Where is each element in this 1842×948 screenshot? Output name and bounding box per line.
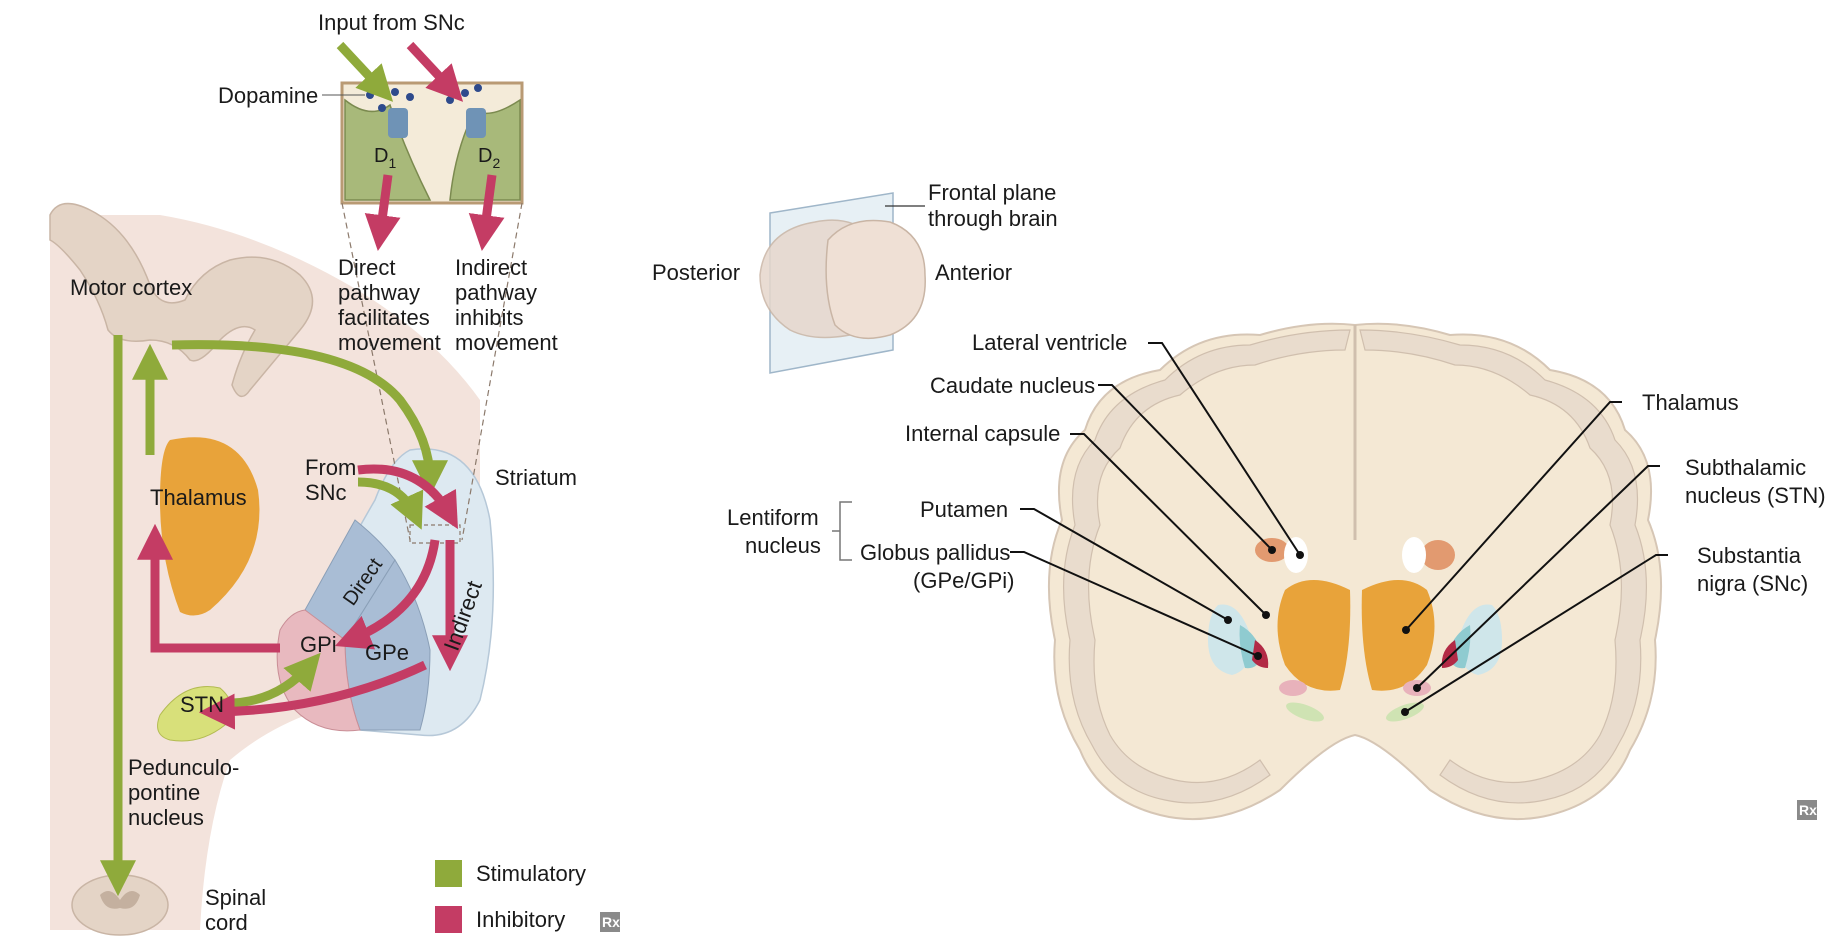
legend-stimulatory-swatch (435, 860, 462, 887)
cortex-gyri-left (1062, 329, 1351, 804)
ventricle-right (1402, 537, 1426, 573)
tissue-background (50, 215, 480, 930)
snc-right-label: Substantia nigra (SNc) (1697, 543, 1808, 596)
gpe-label: GPe (365, 640, 409, 665)
legend-inhibitory-label: Inhibitory (476, 907, 565, 932)
small-brain-anterior (825, 219, 926, 340)
thalamus-right (1361, 580, 1435, 691)
leader-thalamus (1405, 401, 1622, 631)
arrow-d2-down (468, 174, 505, 252)
arrow-gpe-stn (198, 660, 427, 730)
thalamus-right-label: Thalamus (1642, 390, 1739, 415)
leader-caudate (1098, 384, 1273, 551)
pathway-diagram: Input from SNc Dopamine D1 D2 Direct pat… (49, 10, 577, 936)
coronal-brain-outline (1047, 322, 1663, 821)
thalamus-shape (160, 437, 260, 616)
stn-left (1279, 680, 1307, 696)
putamen-label: Putamen (920, 497, 1008, 522)
striatum-label: Striatum (495, 465, 577, 490)
rx-logo-left-text: Rx (602, 914, 620, 930)
leader-lateral-ventricle (1148, 342, 1301, 556)
inset-guide-left (341, 202, 411, 541)
leader-globus-pallidus (1010, 551, 1259, 657)
arrow-d1-down (364, 174, 401, 252)
legend-inhibitory-swatch (435, 906, 462, 933)
arrow-snc-input-d2 (406, 41, 464, 102)
stn-label: STN (180, 692, 224, 717)
caudate-nucleus-label: Caudate nucleus (930, 373, 1095, 398)
motor-cortex-label: Motor cortex (70, 275, 192, 300)
inhibitory-arrows (137, 41, 505, 730)
legend-stimulatory-label: Stimulatory (476, 861, 586, 886)
lentiform-bracket (832, 501, 852, 561)
direct-pathway-text: Direct pathway facilitates movement (338, 255, 441, 355)
posterior-label: Posterior (652, 260, 740, 285)
anterior-label: Anterior (935, 260, 1012, 285)
leader-endpoints (1224, 546, 1421, 716)
rx-logo-left (600, 912, 620, 932)
thalamus-label: Thalamus (150, 485, 247, 510)
stn-right-label: Subthalamic nucleus (STN) (1685, 455, 1826, 508)
thalamus-left (1277, 580, 1351, 691)
d2-label: D2 (478, 145, 500, 171)
spinal-cord-label: Spinal cord (205, 885, 272, 935)
snc-left (1286, 702, 1324, 722)
globus-pallidus-label: Globus pallidus (GPe/GPi) (860, 540, 1017, 593)
from-snc-label: From SNc (305, 455, 362, 505)
legend: Stimulatory Inhibitory Rx (435, 860, 620, 933)
leader-lines (1010, 342, 1668, 713)
putamen-left (1208, 604, 1252, 675)
stimulatory-arrows (100, 41, 448, 897)
arrow-striatum-gpi (334, 539, 440, 650)
ppn-label: Pedunculo- pontine nucleus (128, 755, 245, 830)
arrow-cortex-striatum (171, 340, 448, 497)
caudate-right (1421, 540, 1455, 570)
arrow-snc-input-d1 (336, 41, 394, 102)
indirect-pathway-text: Indirect pathway inhibits movement (455, 255, 558, 355)
rx-logo-right-text: Rx (1799, 802, 1817, 818)
d1-receptor (388, 108, 408, 138)
leader-snc (1404, 554, 1668, 713)
leader-putamen (1020, 508, 1229, 621)
leader-internal-capsule (1070, 433, 1267, 616)
lentiform-label: Lentiform nucleus (727, 505, 825, 558)
gpi-label: GPi (300, 632, 337, 657)
input-from-snc-label: Input from SNc (318, 10, 465, 35)
coronal-section-diagram: Frontal plane through brain Posterior An… (652, 180, 1826, 821)
inset-guide-right (461, 202, 523, 541)
arrow-gpi-thalamus (137, 523, 280, 653)
arrow-snc-direct (357, 477, 424, 530)
leader-stn (1416, 465, 1660, 689)
lateral-ventricle-label: Lateral ventricle (972, 330, 1127, 355)
frontal-plane-label: Frontal plane through brain (928, 180, 1063, 231)
dopamine-label: Dopamine (218, 83, 318, 108)
d2-receptor (466, 108, 486, 138)
d1-label: D1 (374, 145, 396, 171)
arrow-snc-indirect (357, 464, 458, 530)
internal-capsule-label: Internal capsule (905, 421, 1060, 446)
rx-logo-right (1797, 800, 1817, 820)
